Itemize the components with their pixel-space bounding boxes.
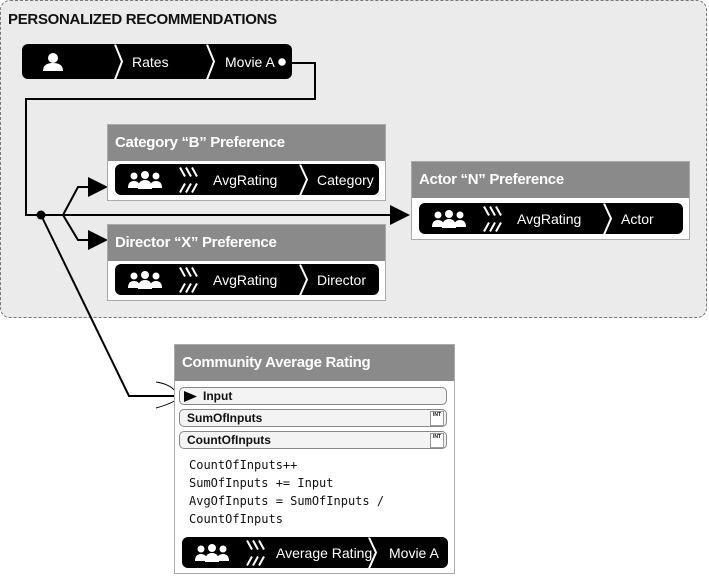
community-metric: Average Rating bbox=[276, 544, 373, 561]
bar-divider bbox=[483, 205, 502, 232]
sum-of-inputs-field: SumOfInputs INT bbox=[179, 409, 447, 427]
actor-metric: AvgRating bbox=[517, 210, 582, 227]
director-metric: AvgRating bbox=[213, 271, 278, 288]
category-card-title: Category “B” Preference bbox=[108, 125, 385, 161]
wire-to-category bbox=[62, 177, 108, 216]
director-key: Director bbox=[317, 271, 367, 288]
community-bar: Average Rating Movie A bbox=[182, 537, 448, 568]
play-icon bbox=[184, 391, 197, 402]
wire-to-community bbox=[40, 214, 181, 397]
actor-preference-card: Actor “N” Preference AvgRating Actor bbox=[411, 161, 690, 240]
region-title: PERSONALIZED RECOMMENDATIONS bbox=[8, 11, 277, 28]
wire-from-movie bbox=[25, 62, 316, 216]
actor-key: Actor bbox=[621, 210, 654, 227]
rates-movie-bar: Rates Movie A bbox=[22, 44, 292, 79]
output-port-icon bbox=[276, 56, 288, 67]
int-type-icon: INT bbox=[430, 433, 444, 448]
bar-divider bbox=[206, 44, 216, 79]
actor-bar: AvgRating Actor bbox=[419, 203, 683, 234]
bar-divider bbox=[368, 537, 378, 568]
group-icon bbox=[128, 170, 162, 189]
rates-label: Rates bbox=[132, 53, 169, 70]
bar-divider bbox=[299, 164, 309, 195]
group-icon bbox=[195, 543, 229, 562]
community-key: Movie A bbox=[389, 544, 439, 561]
group-icon bbox=[128, 270, 162, 289]
movie-label: Movie A bbox=[225, 53, 275, 70]
sum-of-inputs-label: SumOfInputs bbox=[187, 411, 263, 425]
code-line: AvgOfInputs = SumOfInputs / bbox=[189, 494, 385, 508]
bar-divider bbox=[603, 203, 613, 234]
category-bar: AvgRating Category bbox=[115, 164, 379, 195]
director-card-title: Director “X” Preference bbox=[108, 225, 385, 261]
bar-divider bbox=[114, 44, 124, 79]
input-stub-2 bbox=[155, 399, 177, 409]
community-card-title: Community Average Rating bbox=[175, 345, 454, 381]
code-line: CountOfInputs++ bbox=[189, 458, 298, 472]
count-of-inputs-field: CountOfInputs INT bbox=[179, 431, 447, 449]
community-average-rating-card: Community Average Rating Input SumOfInpu… bbox=[174, 344, 455, 574]
int-type-icon: INT bbox=[430, 411, 444, 426]
input-field: Input bbox=[179, 387, 447, 405]
group-icon bbox=[432, 209, 466, 228]
bar-divider bbox=[179, 166, 198, 193]
user-icon bbox=[43, 52, 63, 71]
bar-divider bbox=[179, 266, 198, 293]
bar-divider bbox=[246, 539, 265, 566]
count-of-inputs-label: CountOfInputs bbox=[187, 433, 271, 447]
category-key: Category bbox=[317, 171, 374, 188]
category-preference-card: Category “B” Preference AvgRating Catego… bbox=[107, 124, 386, 201]
director-preference-card: Director “X” Preference AvgRating Direct… bbox=[107, 224, 386, 301]
code-line: CountOfInputs bbox=[189, 512, 283, 526]
actor-card-title: Actor “N” Preference bbox=[412, 162, 689, 198]
wire-to-director bbox=[62, 214, 108, 250]
category-metric: AvgRating bbox=[213, 171, 278, 188]
code-line: SumOfInputs += Input bbox=[189, 476, 334, 490]
input-field-label: Input bbox=[203, 389, 233, 403]
input-stub-1 bbox=[155, 381, 177, 393]
director-bar: AvgRating Director bbox=[115, 264, 379, 295]
bar-divider bbox=[299, 264, 309, 295]
